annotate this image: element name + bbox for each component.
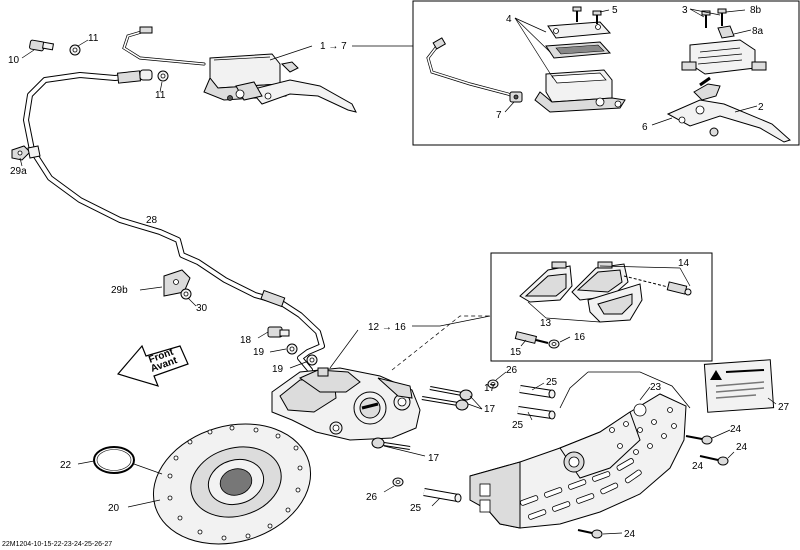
- callout-20: 20: [108, 503, 120, 514]
- brake-pad-detail-inset: [329, 252, 713, 371]
- bracket-nut: [180, 288, 192, 300]
- lever-pivot-nut: [709, 127, 719, 137]
- brake-light-switch: [509, 91, 523, 103]
- callout-labels: 1 → 7 2 3 4 5 6 7 8a 8b 10 11 11 12 → 16…: [8, 5, 790, 540]
- callout-26-b: 26: [366, 492, 378, 503]
- spacer: [517, 406, 556, 420]
- guard-washer: [487, 379, 499, 389]
- callout-10: 10: [8, 55, 20, 66]
- callout-24-a: 24: [730, 424, 742, 435]
- callout-1-7: 1 → 7: [320, 41, 347, 52]
- sealing-washer: [157, 70, 169, 82]
- callout-27: 27: [778, 402, 790, 413]
- callout-7: 7: [496, 110, 502, 121]
- callout-17-upper: 17: [484, 404, 496, 415]
- caliper-washer: [306, 354, 318, 366]
- drawing-code: 22M1204-10-15-22-23-24-25-26-27: [2, 541, 112, 548]
- callout-11-lower: 11: [155, 90, 166, 101]
- master-cylinder-reservoir: [534, 69, 626, 113]
- callout-22: 22: [60, 460, 72, 471]
- callout-8a: 8a: [752, 26, 764, 37]
- cover-screw: [572, 6, 582, 22]
- brake-pad: [519, 261, 573, 303]
- sealing-washer: [69, 44, 81, 56]
- callout-14: 14: [678, 258, 690, 269]
- caliper-banjo-bolt: [267, 326, 290, 338]
- switch-housing: [681, 25, 767, 75]
- callout-19-lower: 19: [272, 364, 284, 375]
- callout-11-top: 11: [88, 33, 99, 44]
- callout-25-c: 25: [410, 503, 422, 514]
- callout-3: 3: [682, 5, 688, 16]
- spacer: [519, 385, 556, 399]
- pin-clip: [548, 339, 560, 349]
- caliper-bolt: [371, 437, 411, 450]
- callout-24-c: 24: [624, 529, 636, 540]
- switch-screw: [717, 8, 727, 26]
- o-ring: [93, 446, 135, 474]
- reservoir-diaphragm: [545, 41, 612, 59]
- callout-16: 16: [574, 332, 586, 343]
- master-cylinder: [203, 53, 357, 113]
- pad-pin: [623, 275, 692, 296]
- callout-5: 5: [612, 5, 618, 16]
- callout-30: 30: [196, 303, 208, 314]
- brake-disc: [152, 423, 312, 545]
- brake-lever: [666, 76, 791, 143]
- warning-label: [703, 359, 775, 413]
- callout-29a: 29a: [10, 166, 27, 177]
- cover-screw: [592, 10, 602, 24]
- pad-spring: [587, 283, 643, 323]
- reservoir-cover: [547, 21, 612, 39]
- callout-6: 6: [642, 122, 648, 133]
- callout-23: 23: [650, 382, 662, 393]
- callout-13: 13: [540, 318, 552, 329]
- spacer: [423, 488, 462, 503]
- brake-disc-guard: [469, 371, 691, 529]
- callout-24-d: 24: [692, 461, 704, 472]
- callout-18: 18: [240, 335, 252, 346]
- hose-clip: [11, 145, 41, 161]
- callout-12-16: 12 → 16: [368, 322, 406, 333]
- master-cylinder-detail-inset: [352, 0, 800, 146]
- guard-screw: [577, 529, 603, 539]
- caliper-bolt: [429, 386, 473, 401]
- callout-25-a: 25: [546, 377, 558, 388]
- callout-24-b: 24: [736, 442, 748, 453]
- callout-28: 28: [146, 215, 158, 226]
- guard-washer: [392, 477, 404, 487]
- callout-4: 4: [506, 14, 512, 25]
- callout-8b: 8b: [750, 5, 762, 16]
- callout-17-mid: 17: [484, 383, 496, 394]
- front-direction-arrow: Front Avant: [116, 344, 189, 387]
- callout-25-b: 25: [512, 420, 524, 431]
- banjo-bolt: [29, 39, 55, 52]
- callout-17-lower: 17: [428, 453, 440, 464]
- caliper-bolt: [421, 396, 469, 411]
- callout-29b: 29b: [111, 285, 128, 296]
- callout-2: 2: [758, 102, 764, 113]
- brake-pad: [571, 261, 629, 301]
- brake-hose: [23, 69, 325, 373]
- brake-caliper: [271, 367, 421, 441]
- guard-screw: [685, 435, 713, 445]
- callout-19-upper: 19: [253, 347, 265, 358]
- callout-26-a: 26: [506, 365, 518, 376]
- guard-screw: [699, 455, 729, 466]
- callout-15: 15: [510, 347, 522, 358]
- caliper-washer: [286, 343, 298, 355]
